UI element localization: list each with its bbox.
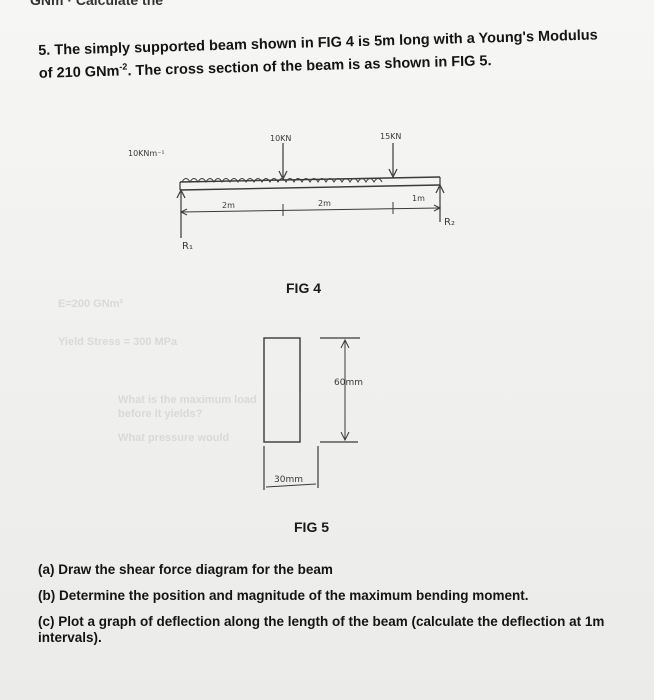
bleed-through-text: before it yields? [118, 408, 203, 420]
part-b-text: Determine the position and magnitude of … [59, 588, 529, 603]
cut-off-header: GNm · Calculate the [30, 0, 164, 8]
span-2-label: 2m [318, 199, 331, 208]
part-c: (c) Plot a graph of deflection along the… [38, 614, 618, 646]
span-3-label: 1m [412, 194, 425, 203]
height-label: 60mm [334, 378, 363, 388]
reaction-left-label: R₁ [182, 241, 193, 252]
bleed-through-text: What pressure would [118, 432, 230, 444]
part-c-label: (c) [38, 614, 55, 629]
part-c-text: Plot a graph of deflection along the len… [38, 614, 605, 645]
bleed-through-text: What is the maximum load [118, 394, 257, 406]
part-b-label: (b) [38, 588, 56, 603]
udl-load-icon [181, 178, 383, 184]
width-label: 30mm [274, 475, 303, 485]
width-dimension-line [265, 483, 317, 488]
dimension-line [180, 207, 441, 213]
point-load-1-label: 10KN [270, 134, 291, 143]
part-a: (a) Draw the shear force diagram for the… [38, 562, 618, 578]
point-load-2-label: 15KN [380, 132, 401, 141]
cross-section-outline [263, 337, 301, 443]
bleed-through-text: E=200 GNm² [58, 298, 124, 310]
part-a-text: Draw the shear force diagram for the bea… [58, 562, 333, 577]
bleed-through-text: Yield Stress = 300 MPa [58, 336, 178, 348]
beam-bottom-edge [179, 184, 441, 191]
fig4-caption: FIG 4 [286, 280, 322, 296]
reaction-right-label: R₂ [444, 217, 455, 228]
span-1-label: 2m [222, 201, 235, 210]
question-parts: (a) Draw the shear force diagram for the… [38, 562, 618, 656]
part-a-label: (a) [38, 562, 55, 577]
part-b: (b) Determine the position and magnitude… [38, 588, 618, 604]
fig5-caption: FIG 5 [294, 519, 330, 535]
udl-label: 10KNm⁻¹ [128, 149, 165, 158]
beam-top-edge [179, 176, 441, 183]
